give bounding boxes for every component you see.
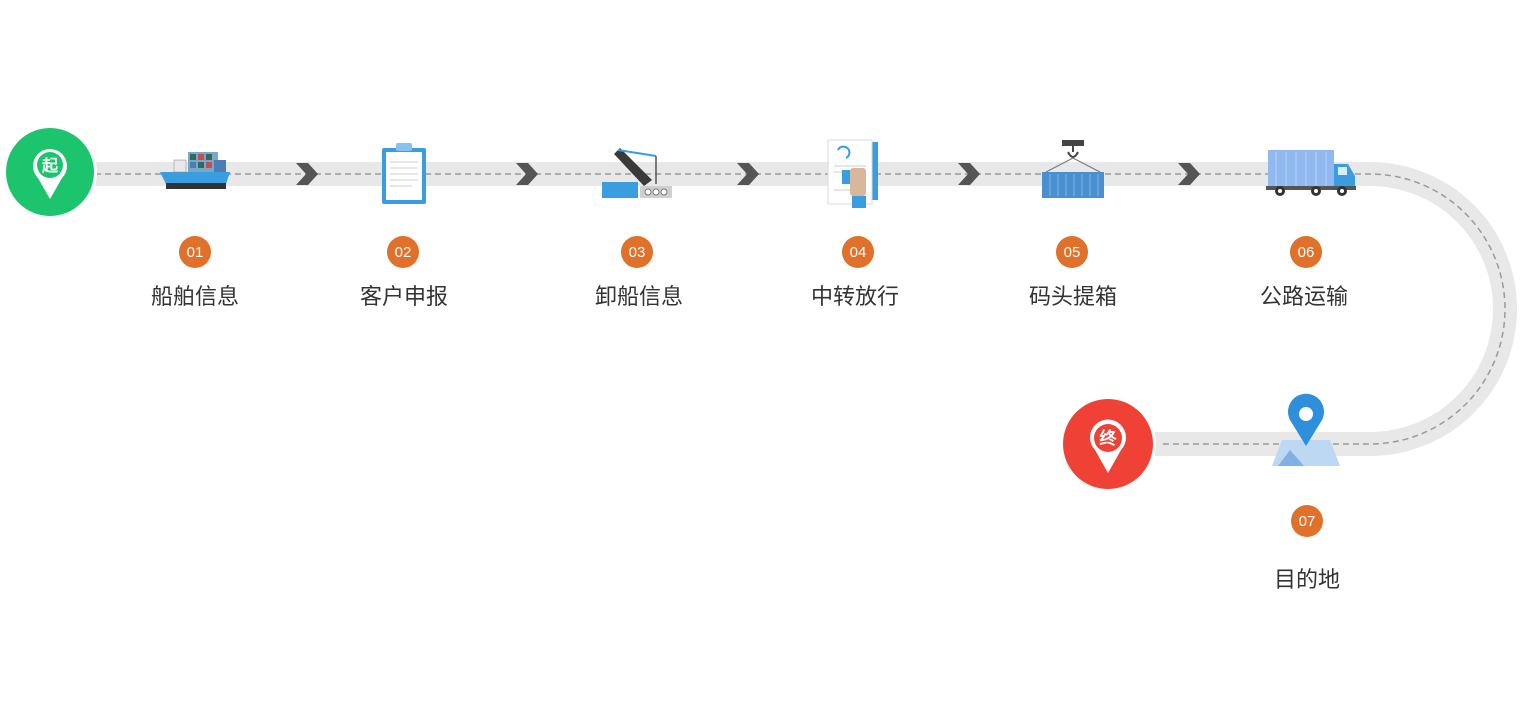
direction-arrows	[296, 163, 1200, 185]
step-badge: 06	[1290, 236, 1322, 268]
chevron-right-icon	[1178, 163, 1200, 185]
step-badge: 07	[1291, 505, 1323, 537]
document-release-icon	[827, 139, 878, 208]
chevron-right-icon	[296, 163, 318, 185]
step-badges: 01 02 03 04 05 06 07	[179, 236, 1323, 537]
crane-unloading-icon	[602, 148, 672, 198]
step-badge: 01	[179, 236, 211, 268]
step-badge: 03	[621, 236, 653, 268]
step-label: 码头提箱	[1029, 285, 1117, 310]
step-badge: 05	[1056, 236, 1088, 268]
clipboard-document-icon	[382, 143, 426, 204]
chevron-right-icon	[958, 163, 980, 185]
step-number: 02	[395, 244, 412, 261]
step-labels: 船舶信息 客户申报 卸船信息 中转放行 码头提箱 公路运输 目的地	[151, 285, 1348, 593]
route-road	[50, 162, 1517, 456]
step-number: 07	[1299, 513, 1316, 530]
step-label: 客户申报	[360, 285, 448, 310]
step-label: 公路运输	[1260, 285, 1348, 310]
step-number: 05	[1064, 244, 1081, 261]
step-badge: 04	[842, 236, 874, 268]
truck-icon	[1266, 150, 1356, 196]
step-number: 06	[1298, 244, 1315, 261]
map-pin-icon	[1272, 393, 1340, 466]
step-number: 03	[629, 244, 646, 261]
end-marker: 终	[1060, 396, 1156, 492]
step-label: 目的地	[1274, 568, 1340, 593]
step-number: 01	[187, 244, 204, 261]
step-badge: 02	[387, 236, 419, 268]
chevron-right-icon	[516, 163, 538, 185]
end-marker-text: 终	[1100, 428, 1118, 449]
step-label: 中转放行	[811, 285, 899, 310]
step-label: 船舶信息	[151, 285, 239, 310]
step-label: 卸船信息	[595, 285, 683, 310]
cargo-ship-icon	[160, 152, 230, 189]
chevron-right-icon	[737, 163, 759, 185]
step-number: 04	[850, 244, 867, 261]
start-marker: 起	[3, 125, 97, 219]
container-hook-icon	[1042, 140, 1104, 198]
start-marker-text: 起	[41, 156, 59, 175]
